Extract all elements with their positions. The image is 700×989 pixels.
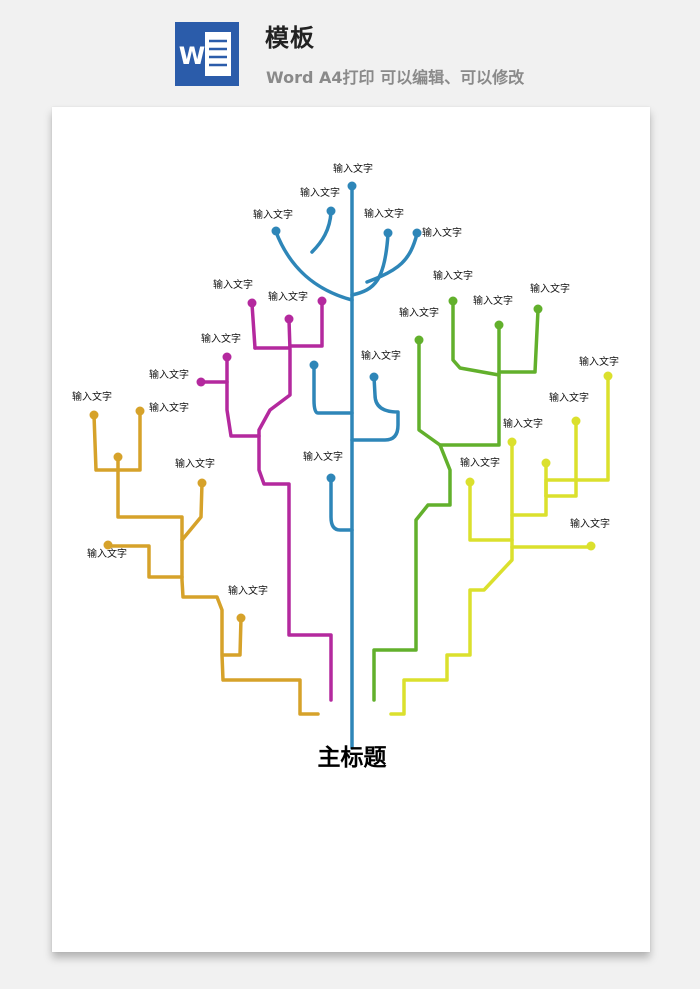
node-label[interactable]: 输入文字 — [422, 226, 462, 239]
node-dot[interactable] — [271, 226, 281, 236]
node-dot[interactable] — [533, 304, 543, 314]
node-dot[interactable] — [236, 613, 246, 623]
node-dot[interactable] — [414, 335, 424, 345]
node-dot[interactable] — [494, 320, 504, 330]
node-dot[interactable] — [571, 416, 581, 426]
node-dot[interactable] — [465, 477, 475, 487]
blue-branches — [274, 210, 419, 532]
node-dot[interactable] — [103, 540, 113, 550]
node-label[interactable]: 输入文字 — [213, 278, 253, 291]
node-label[interactable]: 输入文字 — [149, 401, 189, 414]
node-label[interactable]: 输入文字 — [149, 368, 189, 381]
node-dot[interactable] — [196, 377, 206, 387]
node-dot[interactable] — [89, 410, 99, 420]
node-label[interactable]: 输入文字 — [268, 290, 308, 303]
node-labels: 输入文字 输入文字 输入文字 输入文字 输入文字 输入文字 输入文字 输入文字 … — [72, 162, 619, 597]
node-label[interactable]: 输入文字 — [228, 584, 268, 597]
node-label[interactable]: 输入文字 — [201, 332, 241, 345]
node-label[interactable]: 输入文字 — [433, 269, 473, 282]
node-label[interactable]: 输入文字 — [503, 417, 543, 430]
node-dot[interactable] — [113, 452, 123, 462]
node-dot[interactable] — [326, 473, 336, 483]
document-header: W 模板 Word A4打印 可以编辑、可以修改 — [0, 0, 700, 105]
node-label[interactable]: 输入文字 — [361, 349, 401, 362]
node-label[interactable]: 输入文字 — [333, 162, 373, 175]
node-label[interactable]: 输入文字 — [364, 207, 404, 220]
node-dot[interactable] — [507, 437, 517, 447]
node-label[interactable]: 输入文字 — [253, 208, 293, 221]
yellow-branches — [389, 375, 610, 716]
node-label[interactable]: 输入文字 — [549, 391, 589, 404]
node-dot[interactable] — [247, 298, 257, 308]
node-dot[interactable] — [309, 360, 319, 370]
node-label[interactable]: 输入文字 — [579, 355, 619, 368]
node-dot[interactable] — [222, 352, 232, 362]
node-dot[interactable] — [586, 541, 596, 551]
node-label[interactable]: 输入文字 — [570, 517, 610, 530]
node-dot[interactable] — [326, 206, 336, 216]
endpoint-dots — [89, 181, 613, 623]
word-icon-letter: W — [179, 42, 205, 70]
node-dot[interactable] — [369, 372, 379, 382]
magenta-branches — [199, 300, 333, 702]
node-label[interactable]: 输入文字 — [460, 456, 500, 469]
node-dot[interactable] — [284, 314, 294, 324]
node-dot[interactable] — [412, 228, 422, 238]
node-dot[interactable] — [135, 406, 145, 416]
node-label[interactable]: 输入文字 — [87, 547, 127, 560]
green-branches — [372, 300, 540, 702]
node-dot[interactable] — [448, 296, 458, 306]
node-label[interactable]: 输入文字 — [530, 282, 570, 295]
node-label[interactable]: 输入文字 — [72, 390, 112, 403]
node-dot[interactable] — [603, 371, 613, 381]
node-label[interactable]: 输入文字 — [303, 450, 343, 463]
node-dot[interactable] — [541, 458, 551, 468]
page-title: 模板 — [265, 24, 315, 52]
node-label[interactable]: 输入文字 — [300, 186, 340, 199]
node-dot[interactable] — [347, 181, 357, 191]
node-label[interactable]: 输入文字 — [399, 306, 439, 319]
main-title: 主标题 — [318, 745, 387, 771]
page-subtitle: Word A4打印 可以编辑、可以修改 — [266, 68, 525, 87]
node-label[interactable]: 输入文字 — [473, 294, 513, 307]
node-dot[interactable] — [383, 228, 393, 238]
orange-branches — [92, 410, 320, 716]
node-dot[interactable] — [197, 478, 207, 488]
word-document-icon: W — [175, 22, 239, 86]
node-label[interactable]: 输入文字 — [175, 457, 215, 470]
node-dot[interactable] — [317, 296, 327, 306]
